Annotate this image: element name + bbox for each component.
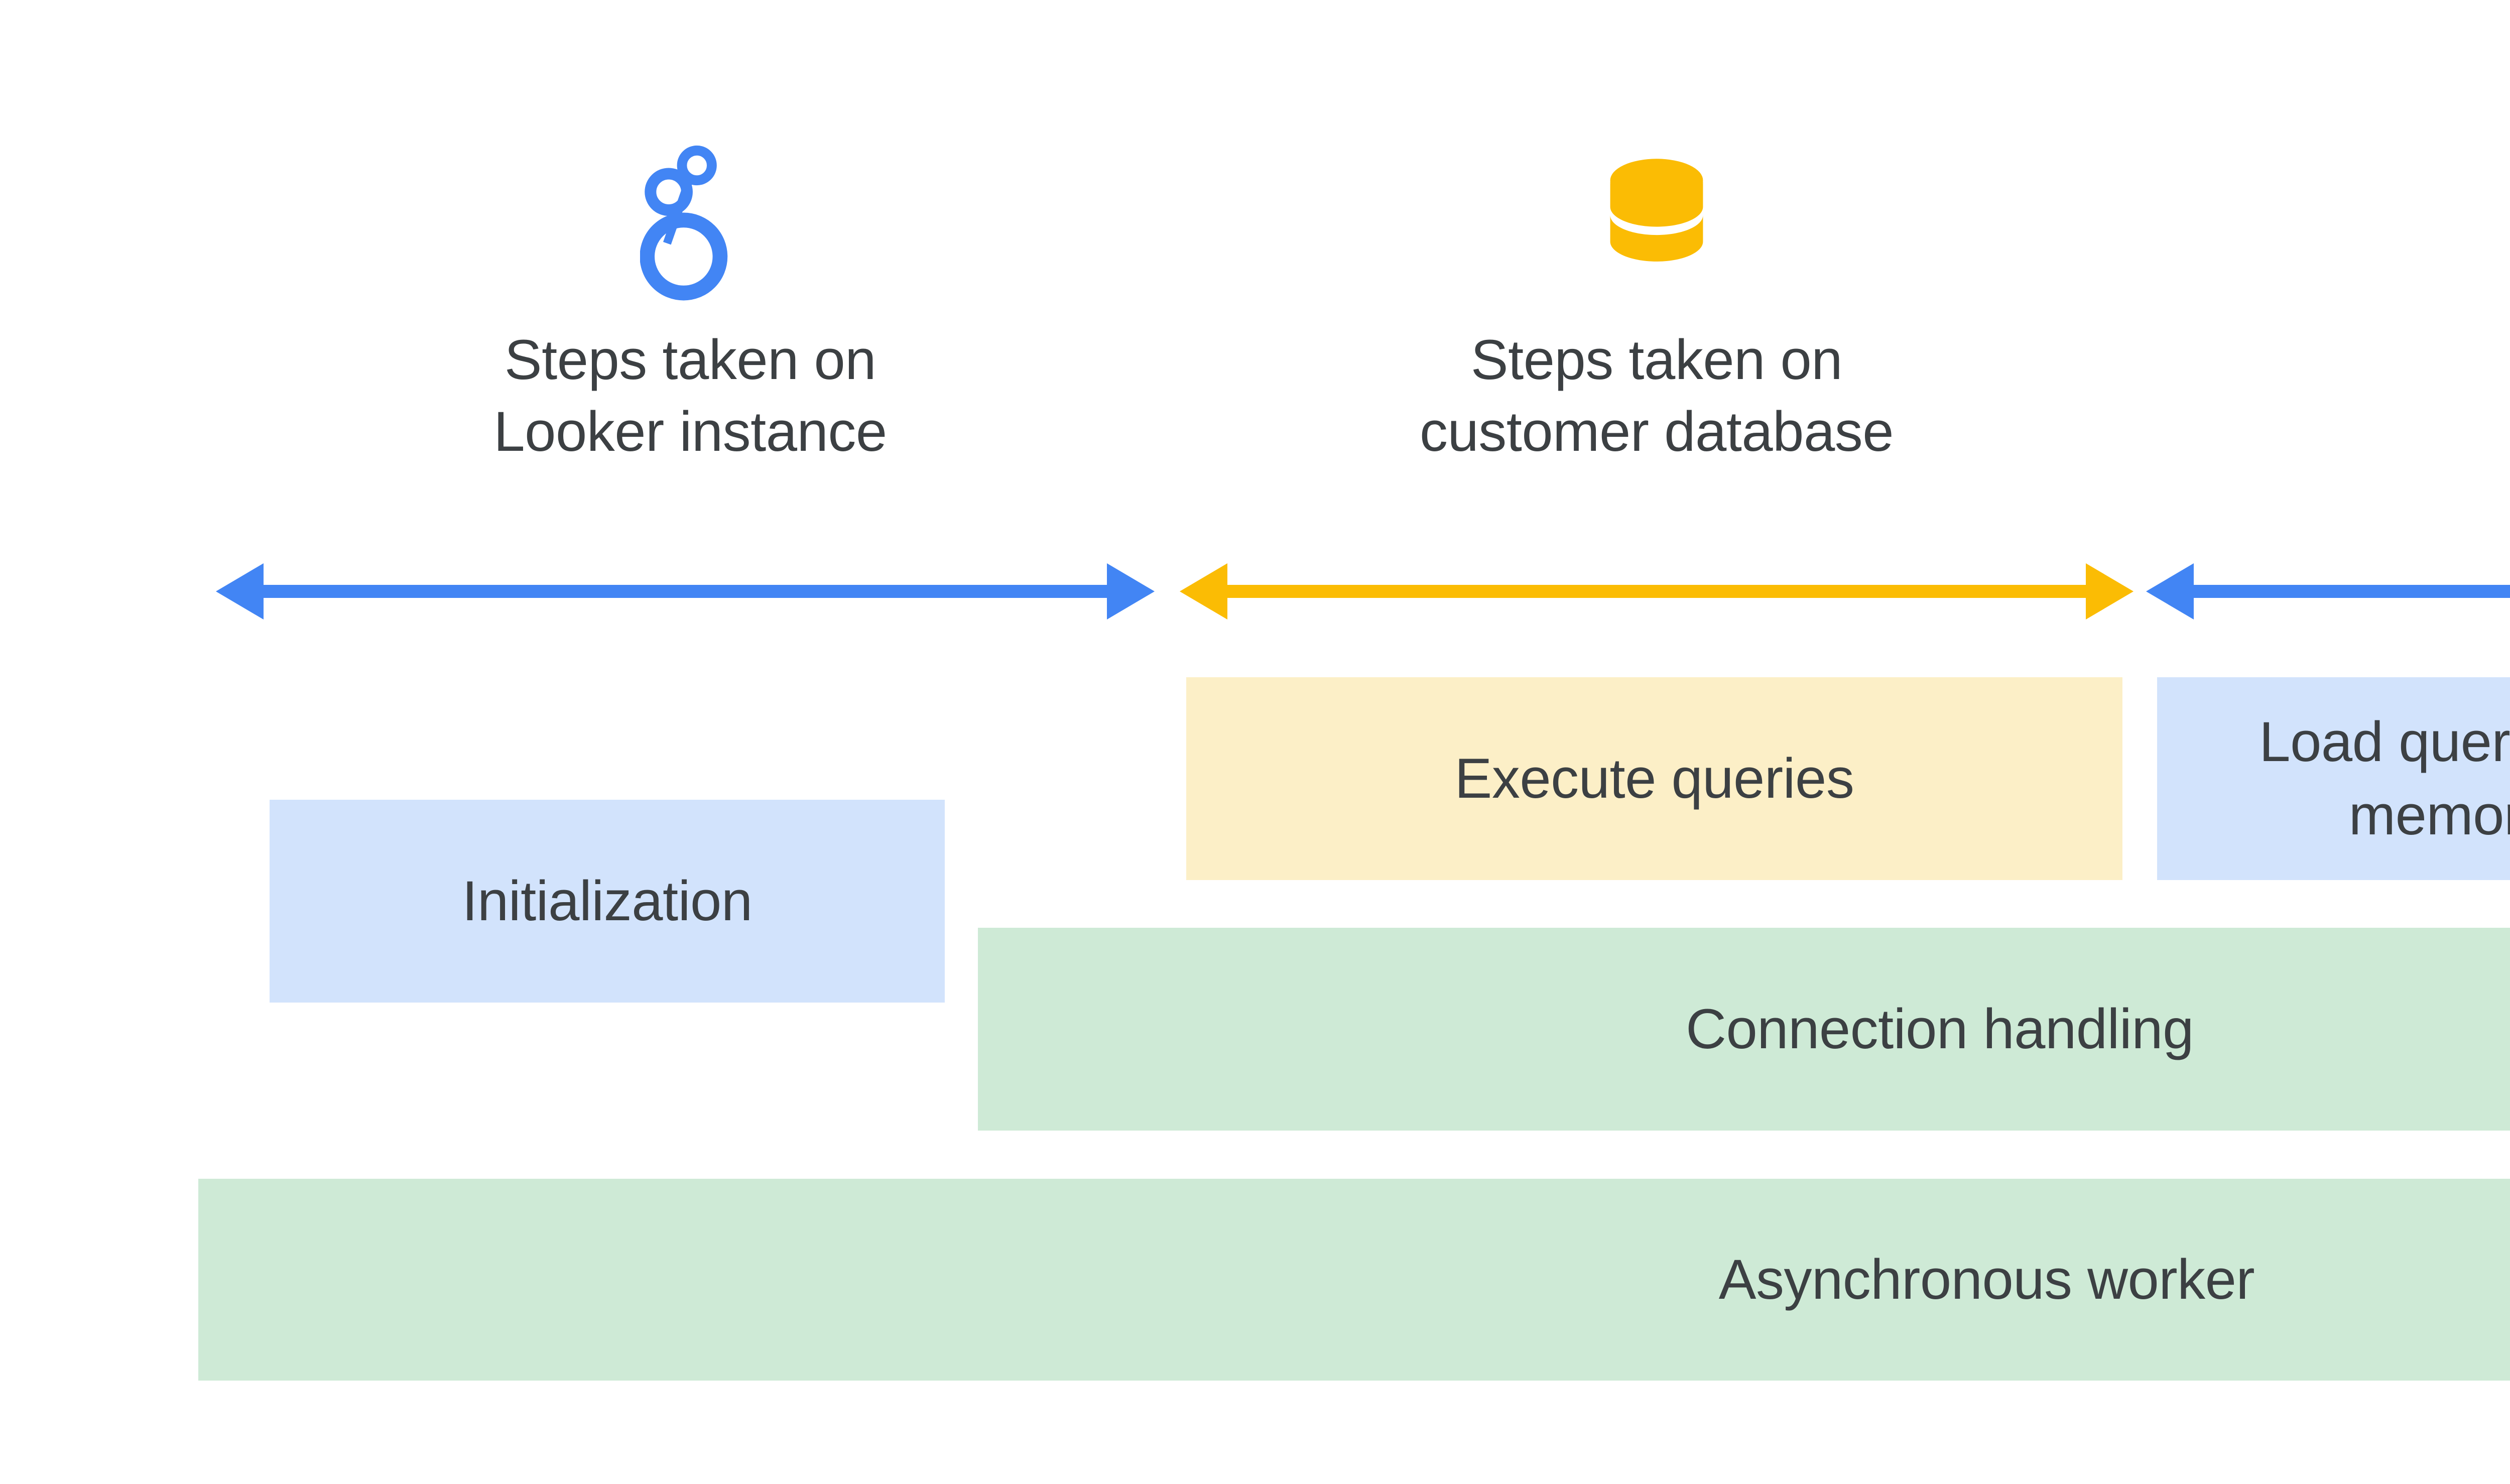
phase-box-execute-queries[interactable]: Execute queries	[1186, 677, 2122, 880]
phase-label-load-queries-in-memory: Load queries in memory	[2259, 710, 2510, 846]
section-header-left-looker: Steps taken on Looker instance	[452, 141, 929, 468]
phase-box-asynchronous-worker[interactable]: Asynchronous worker	[198, 1179, 2510, 1381]
phase-label-connection-handling: Connection handling	[1686, 998, 2194, 1061]
phase-label-execute-queries: Execute queries	[1454, 747, 1854, 810]
phase-label-initialization: Initialization	[462, 870, 752, 933]
looker-logo-icon	[640, 141, 740, 309]
scope-arrow-left-looker	[216, 561, 1155, 622]
section-caption-left-looker: Steps taken on Looker instance	[493, 328, 887, 463]
scope-arrow-customer-database	[1180, 561, 2134, 622]
phase-box-connection-handling[interactable]: Connection handling	[978, 928, 2510, 1131]
section-caption-customer-database: Steps taken on customer database	[1419, 328, 1894, 463]
phase-box-load-queries-in-memory[interactable]: Load queries in memory	[2157, 677, 2510, 880]
database-cylinder-icon	[1606, 141, 1707, 309]
phase-box-initialization[interactable]: Initialization	[270, 800, 945, 1003]
phase-label-asynchronous-worker: Asynchronous worker	[1718, 1248, 2255, 1311]
section-header-customer-database: Steps taken on customer database	[1418, 141, 1895, 468]
scope-arrow-right-looker	[2146, 561, 2510, 622]
